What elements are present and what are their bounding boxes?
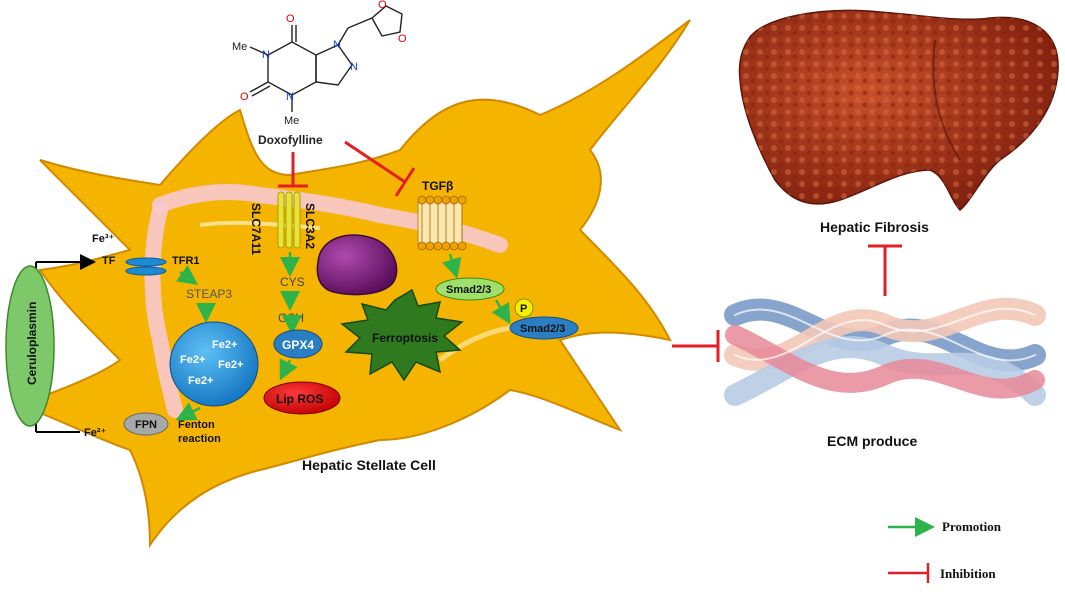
drug-atom-o2: O (240, 91, 249, 103)
label-p: P (520, 303, 527, 315)
label-cell-name: Hepatic Stellate Cell (302, 457, 436, 473)
legend: Promotion Inhibition (888, 517, 1002, 583)
drug-atom-o4: O (398, 33, 407, 45)
drug-atom-o1: O (286, 13, 295, 25)
label-fenton-1: Fenton (178, 419, 215, 431)
label-fe2-out: Fe²⁺ (84, 427, 107, 439)
ferroptosis-burst (340, 288, 464, 382)
smad23-node (435, 277, 505, 301)
label-slc3a2: SLC3A2 (303, 203, 317, 249)
tfr1-receptor-icon (125, 257, 167, 276)
fe2-pool (169, 321, 259, 407)
fe2-item-2: Fe2+ (180, 354, 205, 366)
label-fe3: Fe³⁺ (92, 233, 115, 245)
label-tgfb: TGFβ (422, 179, 453, 193)
drug-atom-n3: N (333, 39, 341, 51)
label-tf: TF (102, 255, 116, 267)
inhibit-slc7a11 (278, 152, 308, 188)
label-gsh: GSH (278, 311, 304, 325)
ecm-fibers (724, 297, 1046, 406)
label-smad23-p: Smad2/3 (520, 323, 565, 335)
slc7a11-transporter-icon (277, 191, 301, 249)
fpn-node (123, 412, 169, 436)
fe2-item-3: Fe2+ (218, 359, 243, 371)
legend-inhibition-label: Inhibition (940, 566, 996, 581)
legend-promotion-label: Promotion (942, 519, 1002, 534)
drug-atom-n1: N (262, 49, 270, 61)
nucleus (316, 234, 398, 296)
drug-atom-n4: N (350, 61, 358, 73)
gpx4-node (273, 329, 323, 359)
label-ecm: ECM produce (827, 433, 917, 449)
drug-atom-o3: O (378, 0, 387, 11)
label-smad23: Smad2/3 (446, 284, 491, 296)
drug-methyl-2: Me (284, 115, 299, 127)
label-steap3: STEAP3 (186, 287, 232, 301)
inhibit-fibrosis (868, 244, 902, 296)
smad23-p-node (509, 316, 579, 340)
fe2-item-1: Fe2+ (212, 339, 237, 351)
label-hepatic-fibrosis: Hepatic Fibrosis (820, 219, 929, 235)
drug-atom-n2: N (286, 91, 294, 103)
ceruloplasmin-node (5, 265, 55, 427)
label-slc7a11: SLC7A11 (249, 203, 263, 255)
drug-methyl-1: Me (232, 41, 247, 53)
drug-name: Doxofylline (258, 133, 323, 147)
tgfb-receptor-icon (417, 195, 467, 251)
label-fpn: FPN (135, 419, 157, 431)
inhibit-tgfb (344, 140, 416, 197)
fe2-item-4: Fe2+ (188, 375, 213, 387)
label-ferroptosis: Ferroptosis (372, 331, 438, 345)
phosphate-node (514, 298, 534, 318)
label-ceruloplasmin: Ceruloplasmin (25, 302, 39, 385)
liver-texture (739, 10, 1059, 210)
doxofylline-structure (249, 5, 403, 112)
label-cys: CYS (280, 275, 305, 289)
label-gpx4: GPX4 (282, 338, 314, 352)
label-tfr1: TFR1 (172, 255, 200, 267)
lip-ros-node (263, 381, 341, 415)
label-lip-ros: Lip ROS (276, 392, 323, 406)
label-fenton-2: reaction (178, 433, 221, 445)
inhibit-ecm (672, 330, 720, 362)
